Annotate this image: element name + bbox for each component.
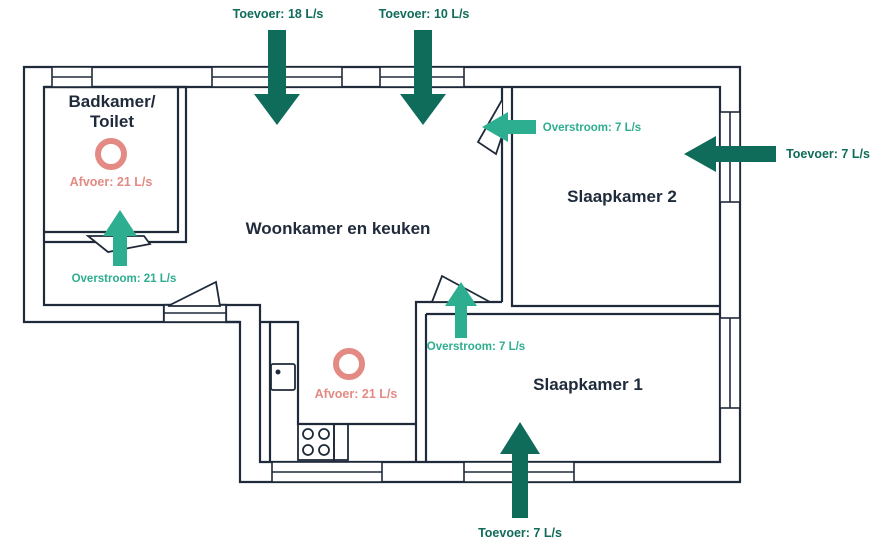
stove-icon <box>297 423 335 461</box>
door-swing-icon <box>167 280 222 307</box>
exhaust-markers <box>95 138 365 380</box>
arrow-icon <box>103 210 137 266</box>
overflow-label-top: Overstroom: 7 L/s <box>543 122 641 134</box>
counter-cabinet <box>333 423 349 461</box>
overflow-arrows <box>103 112 536 338</box>
supply-label-bottom: Toevoer: 7 L/s <box>478 526 562 540</box>
arrow-icon <box>482 112 536 142</box>
supply-arrows <box>254 30 776 518</box>
bedroom1-wall <box>424 312 720 462</box>
room-label-bedroom1: Slaapkamer 1 <box>533 375 643 394</box>
room-label-bathroom-1: Badkamer/ <box>69 92 156 111</box>
exhaust-ring-icon <box>95 138 127 170</box>
arrow-icon <box>684 136 776 172</box>
arrow-icon <box>254 30 300 125</box>
room-label-living: Woonkamer en keuken <box>246 219 431 238</box>
supply-label-mid: Toevoer: 10 L/s <box>379 7 470 21</box>
kitchen-counter-inner <box>260 320 272 462</box>
kitchen-fixtures <box>270 363 349 461</box>
exhaust-ring-icon <box>333 348 365 380</box>
supply-label-left: Toevoer: 18 L/s <box>233 7 324 21</box>
overflow-label-bed1: Overstroom: 7 L/s <box>427 341 525 353</box>
windows <box>51 66 741 483</box>
exhaust-label-bath: Afvoer: 21 L/s <box>70 175 153 189</box>
exhaust-label-kitchen: Afvoer: 21 L/s <box>315 387 398 401</box>
supply-label-right: Toevoer: 7 L/s <box>786 147 870 161</box>
arrow-icon <box>445 282 477 338</box>
sink-icon <box>270 363 296 391</box>
bathroom-wall-inner <box>44 87 180 234</box>
outer-wall-inner <box>42 85 722 464</box>
outer-wall-outer <box>22 65 742 484</box>
overflow-label-bath: Overstroom: 21 L/s <box>72 273 177 285</box>
kitchen-counter <box>270 320 416 426</box>
arrow-icon <box>400 30 446 125</box>
room-label-bedroom2: Slaapkamer 2 <box>567 187 677 206</box>
arrow-icon <box>500 422 540 518</box>
room-label-bathroom-2: Toilet <box>90 112 134 131</box>
labels: Badkamer/ Toilet Woonkamer en keuken Sla… <box>69 7 870 540</box>
